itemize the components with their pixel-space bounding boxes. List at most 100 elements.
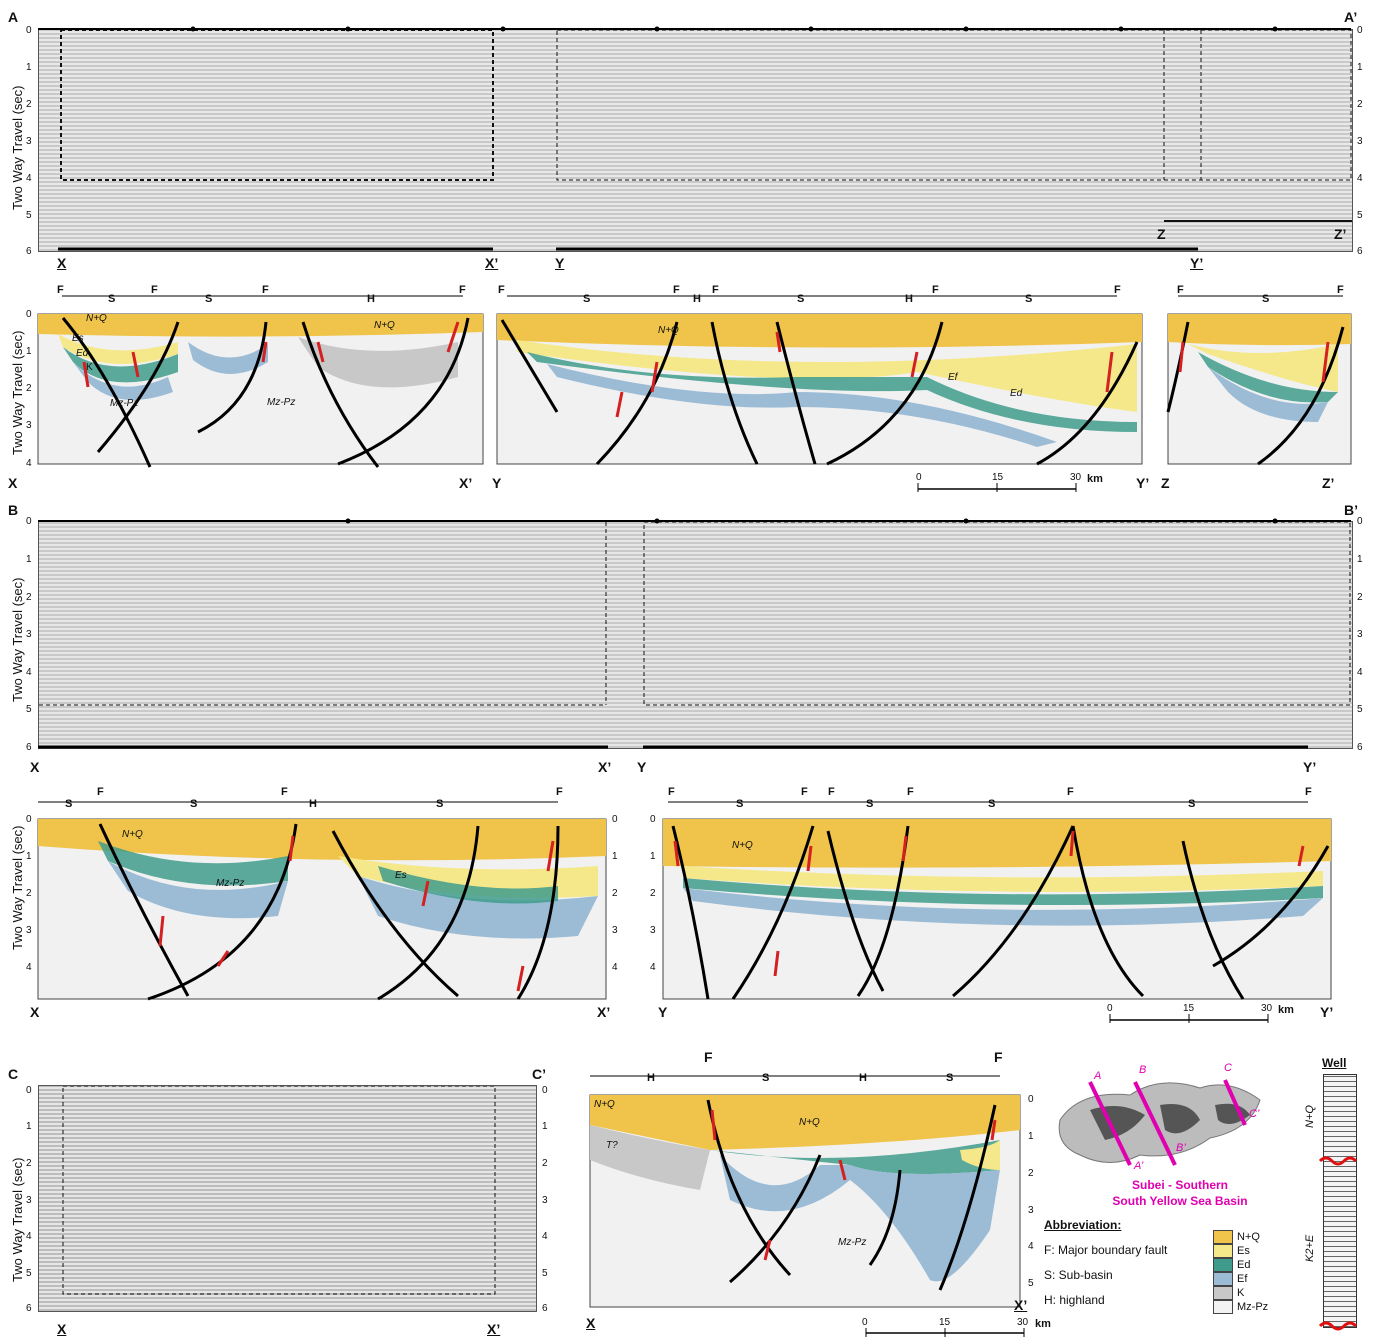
label-text: 5 bbox=[1357, 704, 1363, 715]
label-text: F bbox=[1114, 284, 1121, 296]
label-text: F bbox=[459, 284, 466, 296]
label-text: H bbox=[693, 293, 701, 305]
label-text: H bbox=[367, 293, 375, 305]
interp-xx-b bbox=[37, 801, 607, 1001]
legend-item-mzpz: Mz-Pz bbox=[1213, 1300, 1268, 1314]
label-text: 4 bbox=[26, 173, 32, 184]
label-text: 0 bbox=[26, 814, 32, 825]
interp-xx-a bbox=[37, 295, 484, 468]
label-text: 6 bbox=[1357, 246, 1363, 257]
label-text: N+Q bbox=[732, 840, 753, 851]
label-text: 4 bbox=[542, 1231, 548, 1242]
profile-b-end: B’ bbox=[1344, 502, 1358, 518]
label-text: S bbox=[190, 798, 198, 810]
unconformity-lower bbox=[1318, 1321, 1358, 1331]
label-text: N+Q bbox=[374, 320, 395, 331]
label-text: 3 bbox=[612, 925, 618, 936]
label-text: 1 bbox=[1357, 554, 1363, 565]
label-text: 2 bbox=[26, 99, 32, 110]
label-text: Ed bbox=[1237, 1258, 1251, 1271]
label-text: C’ bbox=[1249, 1108, 1260, 1120]
map-title-2: South Yellow Sea Basin bbox=[1112, 1194, 1248, 1208]
marker-x-prime: X’ bbox=[485, 255, 499, 271]
y-axis-label-c: Two Way Travel (sec) bbox=[10, 1157, 25, 1282]
marker-b-y: Y bbox=[637, 759, 647, 775]
label-text: S bbox=[436, 798, 444, 810]
abbr-h: H: highland bbox=[1044, 1293, 1105, 1307]
label-text: N+Q bbox=[86, 313, 107, 324]
label-text: 0 bbox=[916, 472, 922, 483]
seismic-overlay-a bbox=[60, 30, 1352, 222]
label-text: 15 bbox=[939, 1317, 951, 1328]
marker-lines-b bbox=[38, 745, 1308, 749]
marker-b-x-prime: X’ bbox=[598, 759, 612, 775]
label-text: 2 bbox=[26, 1158, 32, 1169]
marker-b-y-prime: Y’ bbox=[1303, 759, 1317, 775]
label-text: 3 bbox=[26, 136, 32, 147]
label-text: N+Q bbox=[594, 1099, 615, 1110]
marker-x: X bbox=[57, 255, 67, 271]
legend-item-k: K bbox=[1213, 1286, 1244, 1300]
scale-bar-c bbox=[865, 1328, 1025, 1337]
label-text: Es bbox=[72, 333, 84, 344]
label-text: 4 bbox=[612, 962, 618, 973]
scale-bar-a bbox=[917, 483, 1077, 492]
label-text: 4 bbox=[26, 458, 32, 469]
label-text: km bbox=[1035, 1318, 1051, 1330]
well-log-column bbox=[1323, 1074, 1357, 1328]
label-text: 1 bbox=[26, 1121, 32, 1132]
label-text: Es bbox=[395, 870, 407, 881]
label-text: 0 bbox=[1107, 1003, 1113, 1014]
label-text: 2 bbox=[26, 383, 32, 394]
y-axis-label-b-interp: Two Way Travel (sec) bbox=[10, 825, 25, 950]
label-text: 1 bbox=[1357, 62, 1363, 73]
label-text: S bbox=[65, 798, 73, 810]
interp-zz-a bbox=[1166, 295, 1352, 466]
interp-yy-a bbox=[496, 295, 1143, 466]
label-text: 6 bbox=[542, 1303, 548, 1314]
label-text: 0 bbox=[1357, 516, 1363, 527]
label-text: 4 bbox=[1357, 667, 1363, 678]
well-label-upper: N+Q bbox=[1304, 1105, 1316, 1128]
label-text: 3 bbox=[1028, 1205, 1034, 1216]
label-text: 5 bbox=[26, 704, 32, 715]
label-text: 4 bbox=[1028, 1241, 1034, 1252]
label-text: F bbox=[828, 786, 835, 798]
label-text: 1 bbox=[26, 851, 32, 862]
label-text: H bbox=[647, 1072, 655, 1084]
label-text: 3 bbox=[26, 629, 32, 640]
marker-c-x-prime: X’ bbox=[487, 1321, 501, 1337]
marker-y-prime: Y’ bbox=[1190, 255, 1204, 271]
label-text: Ed bbox=[1010, 388, 1023, 399]
label-text: H bbox=[309, 798, 317, 810]
legend-item-ef: Ef bbox=[1213, 1272, 1247, 1286]
profile-a-end: A’ bbox=[1344, 9, 1358, 25]
label-text: 5 bbox=[542, 1268, 548, 1279]
label-text: 0 bbox=[1357, 25, 1363, 36]
label-text: 2 bbox=[26, 888, 32, 899]
label-text: 0 bbox=[862, 1317, 868, 1328]
legend-swatch bbox=[1213, 1286, 1233, 1300]
marker-c-x: X bbox=[57, 1321, 67, 1337]
label-text: 30 bbox=[1017, 1317, 1029, 1328]
label-text: F bbox=[1305, 786, 1312, 798]
label-text: S bbox=[1025, 293, 1033, 305]
unconformity-upper bbox=[1318, 1156, 1358, 1166]
label-text: F bbox=[712, 284, 719, 296]
interp-a-end-x-prime: X’ bbox=[459, 475, 473, 491]
label-text: 0 bbox=[612, 814, 618, 825]
legend-swatch bbox=[1213, 1230, 1233, 1244]
legend-swatch bbox=[1213, 1300, 1233, 1314]
legend-item-ed: Ed bbox=[1213, 1258, 1250, 1272]
y-axis-label-b: Two Way Travel (sec) bbox=[10, 577, 25, 702]
label-text: 0 bbox=[650, 814, 656, 825]
map-title-1: Subei - Southern bbox=[1132, 1178, 1228, 1192]
top-axis-b bbox=[38, 518, 1351, 524]
seismic-section-b bbox=[38, 521, 1353, 749]
interp-a-end-x: X bbox=[8, 475, 18, 491]
label-text: 0 bbox=[26, 1085, 32, 1096]
label-text: Es bbox=[1237, 1244, 1250, 1257]
label-text: S bbox=[108, 293, 116, 305]
interp-a-end-y: Y bbox=[492, 475, 502, 491]
label-text: 1 bbox=[26, 62, 32, 73]
